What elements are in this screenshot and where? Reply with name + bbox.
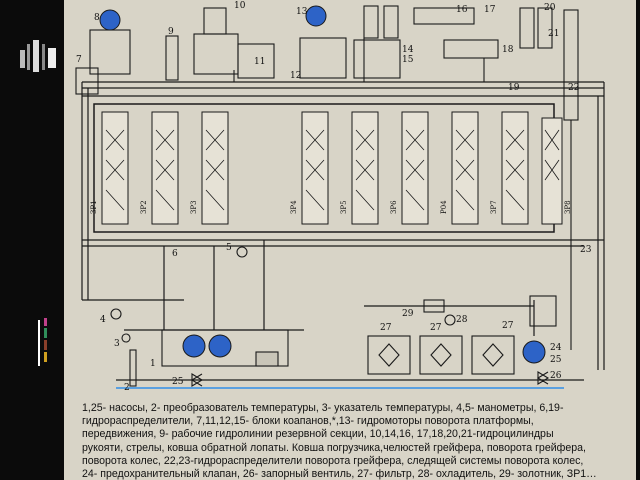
callout-1: 1 [150,359,156,369]
callout-10: 10 [234,1,246,11]
callout-4: 4 [100,315,106,325]
callout-26: 26 [550,371,562,381]
callout-5: 5 [226,243,232,253]
caption-line: передвижения, 9- рабочие гидролинии резе… [82,428,554,441]
callout-20: 20 [544,3,556,13]
callout-8: 8 [94,13,100,23]
callout-29: 29 [402,309,414,319]
callout-24: 24 [550,343,562,353]
callout-15: 15 [402,55,414,65]
caption-line: 24- предохранительный клапан, 26- запорн… [82,468,597,480]
callout-23: 23 [580,245,592,255]
tag-zr5: ЗР5 [340,200,348,214]
callout-21: 21 [548,29,559,39]
callout-11: 11 [254,57,265,67]
callout-16: 16 [456,5,468,15]
callout-19: 19 [508,83,520,93]
tag-zr1: ЗР1 [90,200,98,214]
callout-9: 9 [168,27,174,37]
hydromotor-icons [99,5,546,364]
callout-25-left: 25 [172,377,184,387]
tag-zr3: ЗР3 [190,200,198,214]
callout-18: 18 [502,45,514,55]
scanned-page: 8 7 9 10 11 13 12 14 15 16 17 18 19 20 2… [64,0,636,480]
tag-zr7: ЗР7 [490,200,498,214]
figure-caption: 1,25- насосы, 2- преобразователь темпера… [82,402,622,480]
callout-25-right: 25 [550,355,562,365]
callout-17: 17 [484,5,496,15]
callout-6: 6 [172,249,178,259]
callout-labels: 8 7 9 10 11 13 12 14 15 16 17 18 19 20 2… [76,1,592,393]
callout-13: 13 [296,7,308,17]
hydraulic-schematic: 8 7 9 10 11 13 12 14 15 16 17 18 19 20 2… [75,1,605,393]
callout-12: 12 [290,71,301,81]
callout-7: 7 [76,55,82,65]
callout-22: 22 [568,83,579,93]
caption-line: 1,25- насосы, 2- преобразователь темпера… [82,402,564,414]
distributor-tags: ЗР1 ЗР2 ЗР3 ЗР4 ЗР5 ЗР6 Р04 ЗР7 ЗР8 [90,200,572,214]
tag-zr4: ЗР4 [290,200,298,214]
caption-line: рукояти, стрелы, ковша обратной лопаты. … [82,441,586,454]
tag-zr8: ЗР8 [564,200,572,214]
callout-3: 3 [114,339,120,349]
callout-14: 14 [402,45,414,55]
callout-28: 28 [456,315,468,325]
callout-27-b: 27 [430,323,442,333]
caption-line: поворота колес, 22,23-гидрораспределител… [82,454,584,467]
callout-2: 2 [124,383,130,393]
tag-r04: Р04 [440,200,448,214]
caption-line: гидрораспределители, 7,11,12,15- блоки к… [82,415,534,428]
slide-decoration [0,0,64,480]
tag-zr6: ЗР6 [390,200,398,214]
tag-zr2: ЗР2 [140,200,148,214]
callout-27-a: 27 [380,323,392,333]
callout-27-c: 27 [502,321,514,331]
